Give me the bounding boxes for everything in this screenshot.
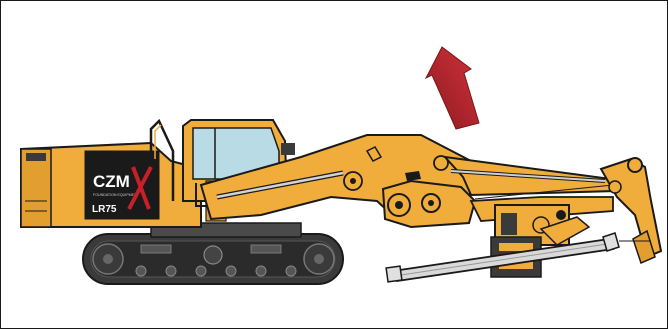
crawler-track [83, 234, 343, 284]
logo-text: CZM [93, 172, 130, 191]
brand-logo: CZM FOUNDATION EQUIPMENT LR75 [85, 151, 159, 219]
direction-arrow-icon [426, 47, 479, 129]
drill-head [491, 205, 589, 277]
model-label: LR75 [92, 204, 117, 215]
logo-subtitle: FOUNDATION EQUIPMENT [93, 193, 140, 197]
